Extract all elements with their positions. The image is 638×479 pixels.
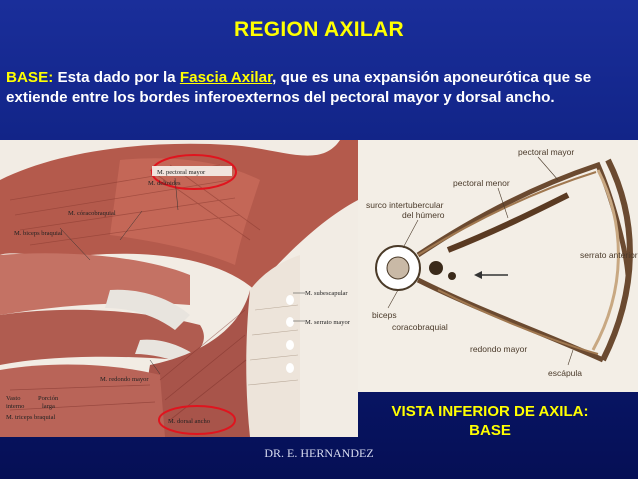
slide-body-text: BASE: Esta dado por la Fascia Axilar, qu… <box>6 68 626 107</box>
label-triceps: M. triceps braquial <box>6 414 55 421</box>
body-text-part-1: Esta dado por la <box>53 69 180 86</box>
label-biceps: M. biceps braquial <box>14 230 63 237</box>
schema-label-pectoral-mayor: pectoral mayor <box>518 147 574 157</box>
schema-label-surco-1: surco intertubercular <box>366 200 444 210</box>
label-vasto: Vasto <box>6 395 20 402</box>
axilla-base-schematic: pectoral mayor pectoral menor surco inte… <box>358 140 638 392</box>
base-label: BASE: <box>6 69 54 86</box>
dorsal-highlight <box>158 405 236 435</box>
label-dorsal: M. dorsal ancho <box>168 418 210 425</box>
label-serrato: M. serrato mayor <box>305 319 351 326</box>
slide-title: REGION AXILAR <box>234 18 404 41</box>
label-larga: larga <box>42 403 55 410</box>
schema-label-surco-2: del húmero <box>402 210 445 220</box>
label-redondo: M. redondo mayor <box>100 376 149 383</box>
label-subescapular: M. subescapular <box>305 290 348 297</box>
axilla-muscles-drawing: M. pectoral mayor M. deltoides M. córaco… <box>0 140 358 437</box>
schema-label-biceps: biceps <box>372 310 397 320</box>
schema-label-serrato: serrato anterior <box>580 250 638 260</box>
schema-label-redondo: redondo mayor <box>470 344 527 354</box>
axilla-base-drawing: pectoral mayor pectoral menor surco inte… <box>358 140 638 392</box>
schema-label-escapula: escápula <box>548 368 582 378</box>
footer-author: DR. E. HERNANDEZ <box>264 446 374 460</box>
schema-label-pectoral-menor: pectoral menor <box>453 178 510 188</box>
axilla-muscles-illustration: M. pectoral mayor M. deltoides M. córaco… <box>0 140 358 437</box>
body-text-part-2: , que es una expansión aponeurótica que … <box>6 69 592 106</box>
label-coracobraquial: M. córacobraquial <box>68 210 116 217</box>
fascia-axilar-term: Fascia Axilar <box>179 69 273 86</box>
figure-caption: VISTA INFERIOR DE AXILA: BASE <box>391 403 589 439</box>
label-deltoides: M. deltoides <box>148 180 181 187</box>
label-interno: interno <box>6 403 24 410</box>
schema-label-coracobraquial: coracobraquial <box>392 322 448 332</box>
label-porcion: Porción <box>38 395 59 402</box>
label-pectoral-mayor: M. pectoral mayor <box>157 169 206 176</box>
